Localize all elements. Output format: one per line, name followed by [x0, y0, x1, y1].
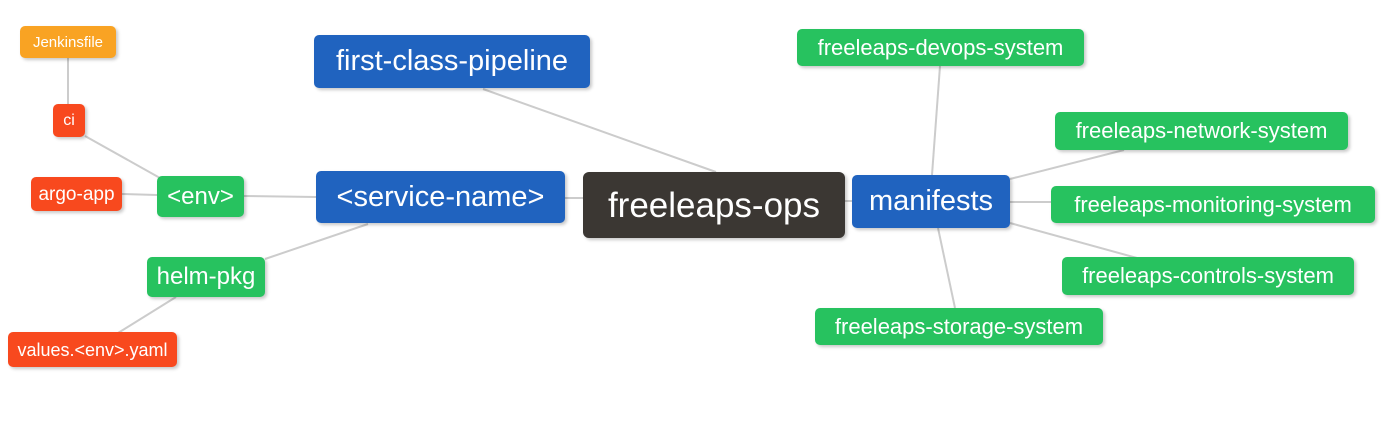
- edge-manifests-network: [1009, 149, 1125, 180]
- node-values-env-yaml[interactable]: values.<env>.yaml: [8, 332, 177, 367]
- node-freeleaps-monitoring-system[interactable]: freeleaps-monitoring-system: [1051, 186, 1375, 223]
- node-freeleaps-storage-system[interactable]: freeleaps-storage-system: [815, 308, 1103, 345]
- edge-pipeline-ops: [482, 88, 717, 173]
- edge-manifests-storage: [937, 227, 956, 309]
- node-freeleaps-controls-system[interactable]: freeleaps-controls-system: [1062, 257, 1354, 295]
- edge-argo-app-env: [121, 193, 158, 196]
- node-freeleaps-devops-system[interactable]: freeleaps-devops-system: [797, 29, 1084, 66]
- node-freeleaps-network-system[interactable]: freeleaps-network-system: [1055, 112, 1348, 150]
- edge-env-service-name: [243, 195, 317, 198]
- edge-manifests-devops: [931, 65, 941, 176]
- node-env[interactable]: <env>: [157, 176, 244, 217]
- node-service-name[interactable]: <service-name>: [316, 171, 565, 223]
- edge-ci-env: [84, 135, 161, 179]
- edge-values-helm-pkg: [117, 296, 177, 334]
- node-jenkinsfile[interactable]: Jenkinsfile: [20, 26, 116, 58]
- edge-manifests-controls: [1009, 222, 1138, 259]
- node-ci[interactable]: ci: [53, 104, 85, 137]
- node-freeleaps-ops-root[interactable]: freeleaps-ops: [583, 172, 845, 238]
- node-argo-app[interactable]: argo-app: [31, 177, 122, 211]
- node-manifests[interactable]: manifests: [852, 175, 1010, 228]
- node-first-class-pipeline[interactable]: first-class-pipeline: [314, 35, 590, 88]
- edge-helm-pkg-service-name: [264, 223, 369, 260]
- node-helm-pkg[interactable]: helm-pkg: [147, 257, 265, 297]
